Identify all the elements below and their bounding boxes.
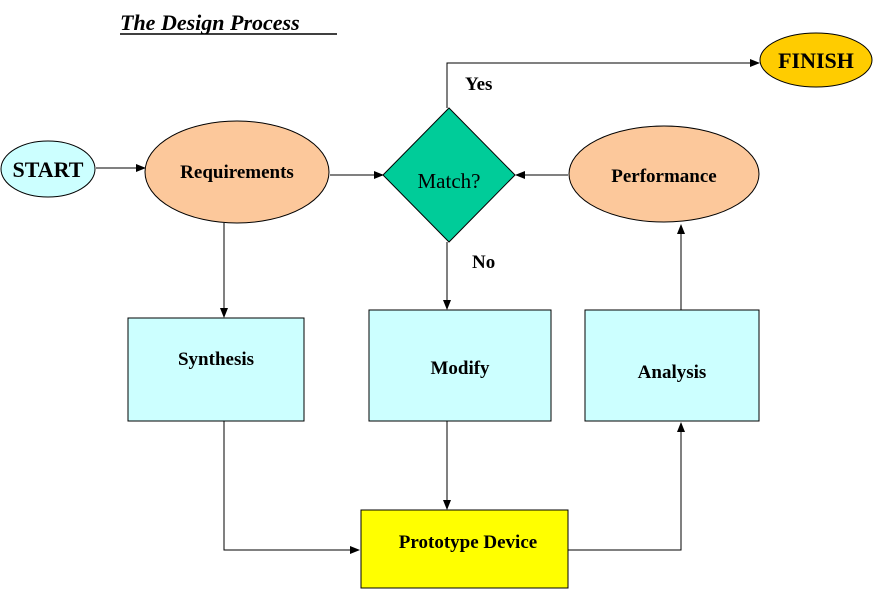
no-label: No [472, 252, 495, 273]
prototype-box [360, 509, 569, 589]
start-ellipse [0, 140, 96, 198]
match-node: Match? [382, 107, 516, 243]
synthesis-box [127, 317, 305, 422]
edge-prototype-analysis [568, 422, 685, 551]
performance-ellipse [568, 125, 760, 223]
match-diamond [382, 107, 516, 243]
modify-node: Modify [368, 309, 552, 422]
start-node: START [0, 140, 96, 198]
synthesis-label: Synthesis [178, 349, 254, 370]
modify-box [368, 309, 552, 422]
analysis-node: Analysis [584, 309, 760, 422]
analysis-label: Analysis [638, 362, 707, 383]
requirements-label: Requirements [180, 162, 294, 183]
prototype-node: Prototype Device [360, 509, 569, 589]
requirements-ellipse [144, 120, 330, 224]
edge-synthesis-prototype [223, 421, 360, 554]
match-label: Match? [418, 169, 481, 193]
connectors [96, 59, 760, 554]
edge-match-finish-yes [446, 59, 760, 108]
yes-label: Yes [465, 74, 492, 95]
finish-label: FINISH [778, 48, 854, 73]
performance-label: Performance [611, 166, 717, 187]
prototype-label: Prototype Device [399, 532, 537, 553]
modify-label: Modify [430, 358, 490, 379]
finish-node: FINISH [759, 32, 873, 88]
start-label: START [13, 157, 84, 182]
finish-ellipse [759, 32, 873, 88]
diagram-title: The Design Process [120, 10, 300, 35]
synthesis-node: Synthesis [127, 317, 305, 422]
requirements-node: Requirements [144, 120, 330, 224]
performance-node: Performance [568, 125, 760, 223]
analysis-box [584, 309, 760, 422]
